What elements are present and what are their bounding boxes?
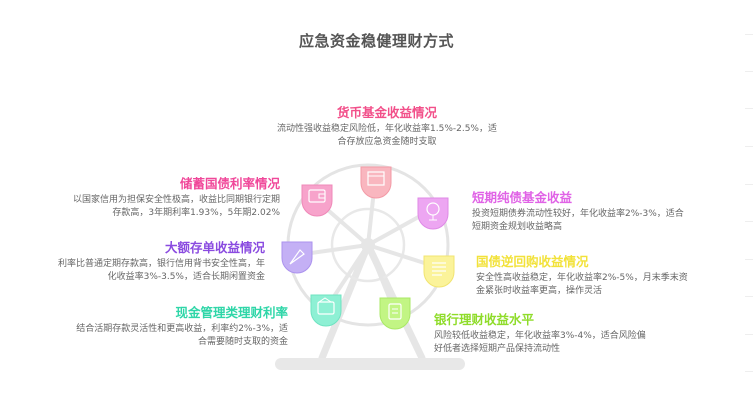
item-cash-management: 现金管理类理财利率 结合活期存款灵活性和更高收益，利率约2%-3%，适 合需要随…: [38, 304, 288, 348]
item-desc-line2: 短期资金规划收益略高: [472, 221, 563, 232]
item-desc-line2: 合需要随时支取的资金: [197, 336, 288, 347]
item-desc-line1: 安全性高收益稳定，年化收益率2%-5%，月末季末资: [476, 273, 688, 283]
browser-window-icon: [367, 171, 385, 186]
wheel-base: [275, 358, 465, 370]
item-bank-wealth: 银行理财收益水平 风险较低收益稳定，年化收益率3%-4%，适合风险偏 好低者选择…: [434, 311, 684, 355]
item-short-term-bond-fund: 短期纯债基金收益 投资短期债券流动性较好，年化收益率2%-3%，适合 短期资金规…: [472, 189, 722, 233]
item-heading: 银行理财收益水平: [434, 312, 535, 327]
item-savings-bond: 储蓄国债利率情况 以国家信用为担保安全性极高，收益比同期银行定期 存款高，3年期…: [30, 175, 280, 219]
wheel-hub: [361, 238, 375, 252]
item-desc-line1: 流动性强收益稳定风险低，年化收益率1.5%-2.5%，适: [277, 124, 497, 134]
item-treasury-repo: 国债逆回购收益情况 安全性高收益稳定，年化收益率2%-5%，月末季末资 金紧张时…: [476, 253, 726, 297]
bill-icon: [388, 303, 402, 320]
item-money-fund: 货币基金收益情况 流动性强收益稳定风险低，年化收益率1.5%-2.5%，适 合存…: [262, 104, 512, 148]
cabin-large-cd: [281, 241, 313, 274]
item-desc-line2: 好低者选择短期产品保持流动性: [434, 343, 561, 354]
item-desc-line2: 化收益率3%-3.5%，适合长期闲置资金: [107, 271, 265, 282]
item-heading: 大额存单收益情况: [164, 240, 265, 255]
item-heading: 储蓄国债利率情况: [179, 176, 280, 191]
item-heading: 短期纯债基金收益: [472, 190, 573, 205]
right-edge-ticks: [743, 0, 753, 406]
wallet-icon: [317, 301, 335, 315]
item-desc-line2: 金紧张时收益率更高，操作灵活: [476, 285, 603, 296]
cabin-cash-management: [310, 294, 342, 327]
item-desc-line1: 投资短期债券流动性较好，年化收益率2%-3%，适合: [472, 209, 684, 219]
item-large-cd: 大额存单收益情况 利率比普通定期存款高，银行信用背书安全性高，年 化收益率3%-…: [15, 239, 265, 283]
item-desc-line1: 利率比普通定期存款高，银行信用背书安全性高，年: [57, 259, 265, 269]
page-title: 应急资金稳健理财方式: [298, 32, 454, 50]
cabin-bank-wealth: [379, 297, 411, 330]
item-heading: 国债逆回购收益情况: [476, 254, 589, 269]
cabin-short-term-bond-fund: [417, 197, 449, 230]
inner-rim: [330, 207, 406, 283]
cabin-money-fund: [360, 166, 392, 199]
item-desc-line1: 风险较低收益稳定，年化收益率3%-4%，适合风险偏: [434, 331, 646, 341]
item-desc-line2: 存款高，3年期利率1.93%，5年期2.02%: [112, 207, 280, 218]
item-heading: 货币基金收益情况: [336, 105, 437, 120]
item-desc-line1: 结合活期存款灵活性和更高收益，利率约2%-3%，适: [76, 324, 288, 334]
item-heading: 现金管理类理财利率: [175, 305, 288, 320]
document-icon: [432, 262, 446, 276]
cabin-treasury-repo: [423, 255, 455, 288]
item-desc-line1: 以国家信用为担保安全性极高，收益比同期银行定期: [72, 195, 280, 205]
item-desc-line2: 合存放应急资金随时支取: [337, 136, 437, 147]
rocket-icon: [289, 249, 305, 265]
cabin-savings-bond: [301, 184, 333, 217]
